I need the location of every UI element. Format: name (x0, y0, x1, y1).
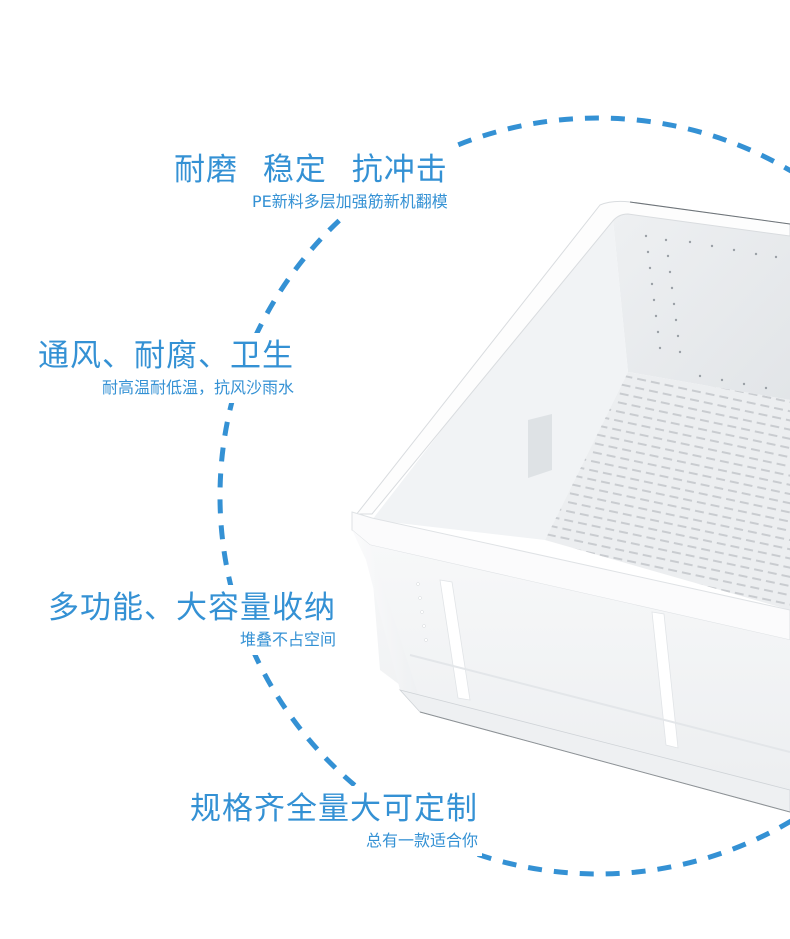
dashed-arc (217, 115, 790, 877)
crate-rim (351, 200, 790, 521)
feature-ventilation: 通风、耐腐、卫生 耐高温耐低温，抗风沙雨水 (34, 333, 298, 403)
feature-title: 规格齐全量大可定制 (190, 791, 478, 827)
crate-front-wall (370, 545, 790, 800)
crate-back-wall (612, 210, 790, 400)
feature-title: 耐磨 稳定 抗冲击 (174, 152, 448, 188)
feature-title: 通风、耐腐、卫生 (38, 338, 294, 374)
crate-inner-left-wall (372, 210, 628, 540)
feature-subtitle: 堆叠不占空间 (239, 630, 336, 649)
feature-capacity: 多功能、大容量收纳 堆叠不占空间 (44, 585, 340, 655)
crate-vent-holes (644, 234, 778, 390)
crate-perforated-floor (545, 372, 790, 610)
feature-title: 多功能、大容量收纳 (48, 590, 336, 626)
feature-subtitle: 总有一款适合你 (365, 831, 478, 850)
feature-subtitle: PE新料多层加强筋新机翻模 (251, 192, 448, 211)
feature-durability: 耐磨 稳定 抗冲击 PE新料多层加强筋新机翻模 (170, 147, 452, 217)
feature-subtitle: 耐高温耐低温，抗风沙雨水 (101, 378, 294, 397)
feature-customizable: 规格齐全量大可定制 总有一款适合你 (186, 786, 482, 856)
